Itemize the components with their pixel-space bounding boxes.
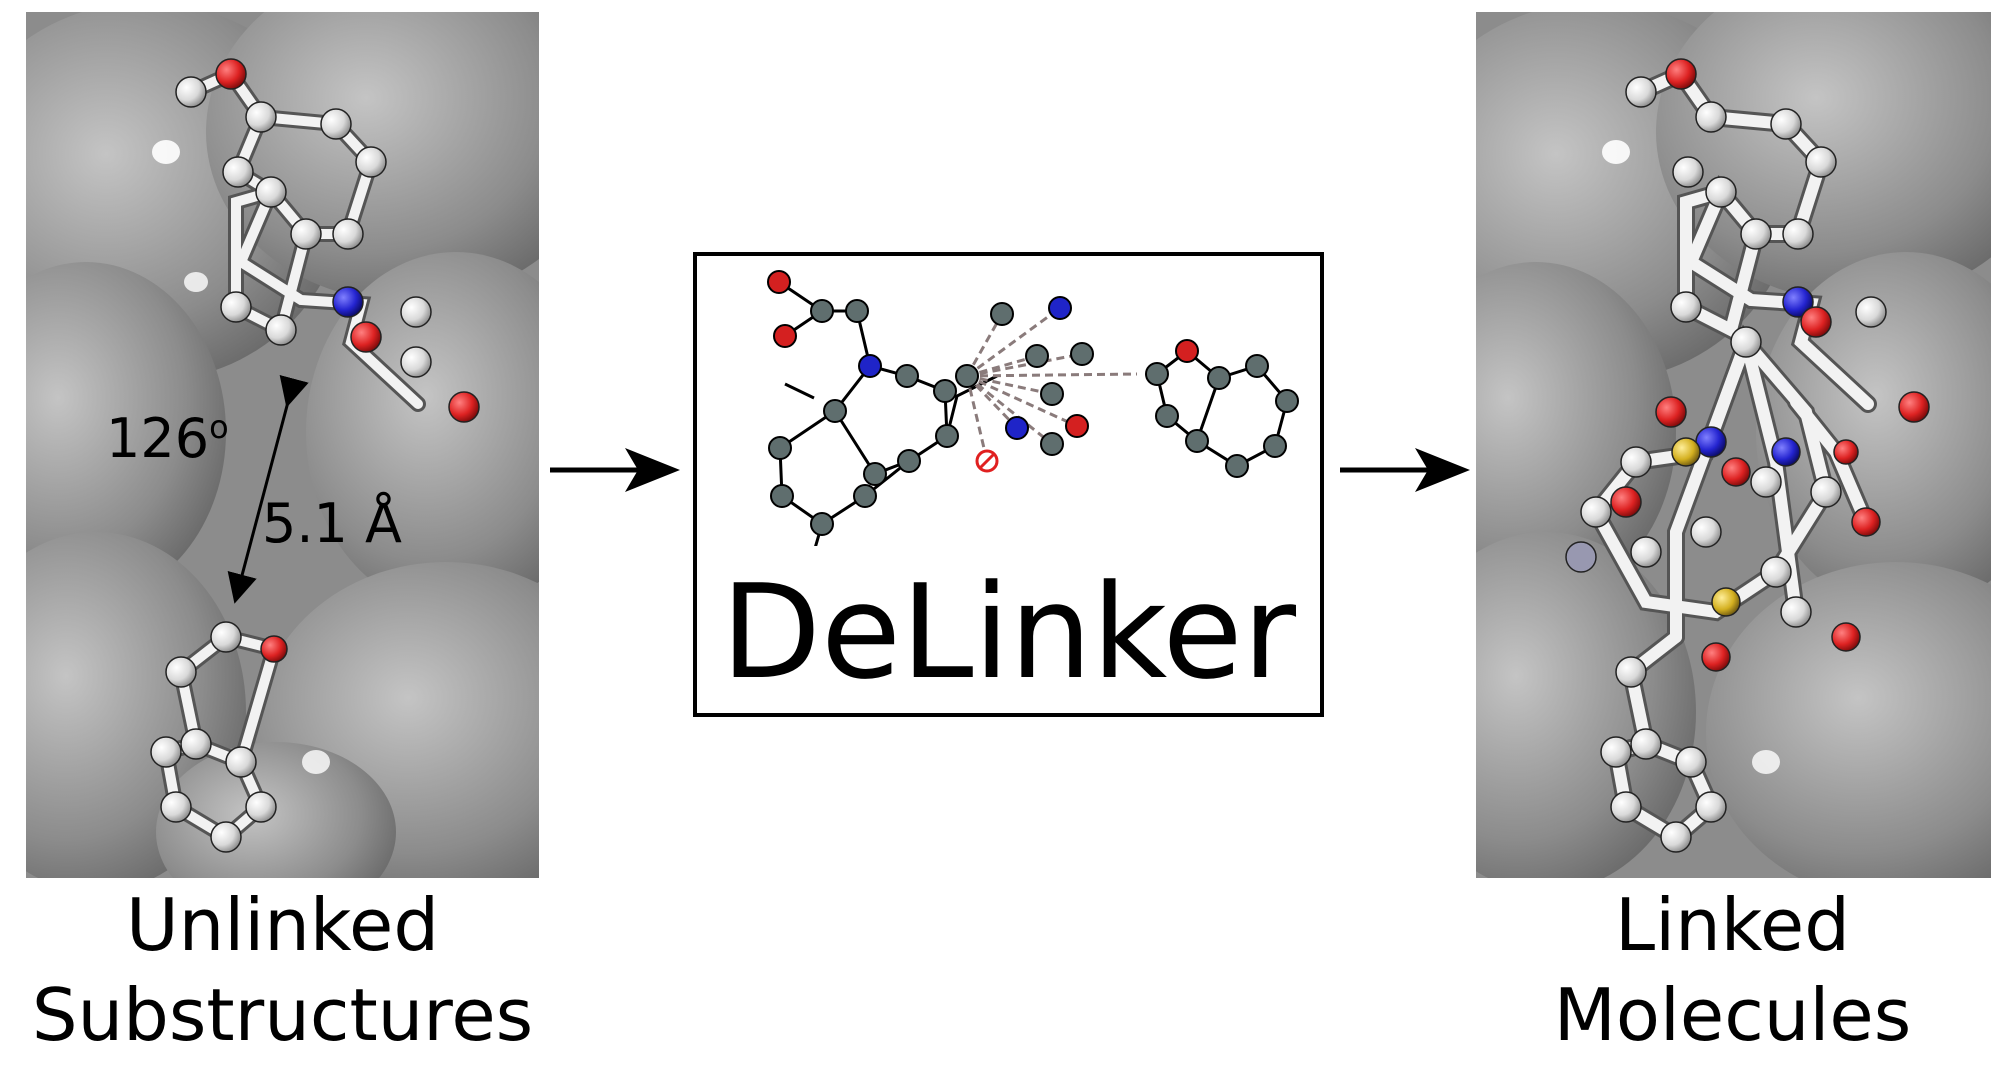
protein-pocket-right	[1476, 12, 1991, 878]
caption-line-1: Linked	[1615, 883, 1850, 967]
caption-line-2: Molecules	[1553, 973, 1912, 1057]
caption-line-2: Substructures	[31, 973, 534, 1057]
right-arrow-icon	[1340, 448, 1470, 492]
right-arrow-icon	[550, 448, 680, 492]
distance-arrow	[227, 374, 309, 604]
prohibited-icon	[975, 449, 999, 473]
caption-line-1: Unlinked	[125, 883, 440, 967]
protein-pocket-left	[26, 12, 539, 878]
right-caption: Linked Molecules	[1450, 880, 2000, 1060]
linked-molecules-image	[1476, 12, 1991, 878]
distance-label: 5.1 Å	[262, 492, 402, 555]
delinker-graph	[767, 270, 1299, 546]
unlinked-substructures-image: 126o 5.1 Å	[26, 12, 539, 878]
left-caption: Unlinked Substructures	[0, 880, 565, 1060]
delinker-title: DeLinker	[720, 556, 1297, 708]
delinker-box: DeLinker	[693, 252, 1324, 717]
angle-label: 126o	[106, 407, 229, 470]
